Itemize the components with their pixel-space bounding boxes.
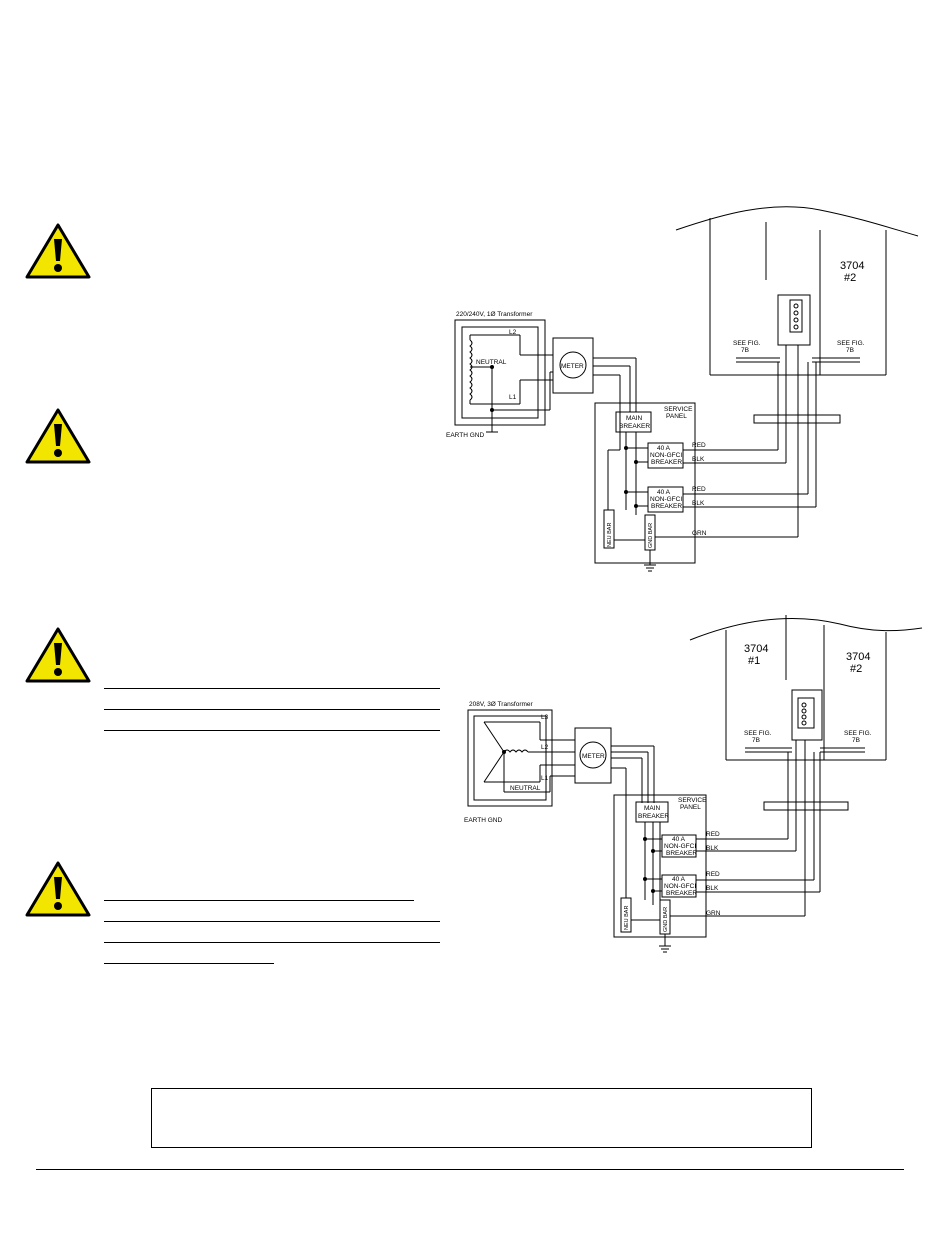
wiring-diagram-three-phase: 208V, 3Ø Transformer L3 L2 L1 NEUTRAL EA…: [464, 615, 923, 953]
breaker-label: 40 A: [657, 445, 671, 452]
main-breaker-label: MAIN: [626, 415, 643, 422]
unit-number-label: #2: [844, 272, 856, 284]
see-fig-label: 7B: [752, 737, 760, 744]
gnd-bar-label: GND BAR: [648, 523, 654, 548]
l2-label: L2: [509, 329, 517, 336]
see-fig-label: SEE FIG.: [744, 730, 772, 737]
wire-grn-label: GRN: [692, 530, 707, 537]
neutral-label: NEUTRAL: [476, 359, 507, 366]
service-panel-label: PANEL: [680, 804, 701, 811]
wire-blk-label: BLK: [706, 885, 719, 892]
wire-red-label: RED: [692, 486, 706, 493]
unit-model-label: 3704: [840, 260, 864, 272]
see-fig-label: SEE FIG.: [733, 340, 761, 347]
breaker-label: NON-GFCI: [650, 496, 682, 503]
wire-blk-label: BLK: [706, 845, 719, 852]
unit-number-label: #1: [748, 655, 760, 667]
underline-rule: [104, 900, 414, 901]
see-fig-label: SEE FIG.: [844, 730, 872, 737]
meter-label: METER: [582, 753, 605, 760]
breaker-label: BREAKER: [666, 850, 697, 857]
breaker-label: NON-GFCI: [664, 883, 696, 890]
footer-rule: [36, 1169, 904, 1170]
main-breaker-label: MAIN: [644, 805, 661, 812]
earth-gnd-label: EARTH GND: [464, 817, 502, 824]
warning-triangle-icon: [25, 223, 91, 279]
breaker-label: NON-GFCI: [650, 452, 682, 459]
wire-blk-label: BLK: [692, 500, 705, 507]
l3-label: L3: [541, 714, 549, 721]
breaker-label: BREAKER: [651, 503, 682, 510]
service-panel-label: PANEL: [666, 413, 687, 420]
l2-label: L2: [541, 744, 549, 751]
underline-rule: [104, 688, 440, 689]
breaker-label: BREAKER: [666, 890, 697, 897]
see-fig-label: 7B: [741, 347, 749, 354]
neu-bar-label: NEU BAR: [624, 906, 630, 930]
wiring-diagram-single-phase: 220/240V, 1Ø Transformer L2 L1 NEUTRAL E…: [446, 206, 919, 572]
earth-gnd-label: EARTH GND: [446, 432, 484, 439]
warning-triangle-icon: [25, 627, 91, 683]
neutral-label: NEUTRAL: [510, 785, 541, 792]
underline-rule: [104, 921, 440, 922]
underline-rule: [104, 963, 274, 964]
see-fig-label: 7B: [852, 737, 860, 744]
breaker-label: 40 A: [657, 489, 671, 496]
wire-grn-label: GRN: [706, 910, 721, 917]
underline-rule: [104, 942, 440, 943]
main-breaker-label: BREAKER: [619, 423, 650, 430]
see-fig-label: SEE FIG.: [837, 340, 865, 347]
breaker-label: 40 A: [672, 876, 686, 883]
wire-red-label: RED: [706, 831, 720, 838]
neu-bar-label: NEU BAR: [607, 523, 613, 547]
transformer-title: 220/240V, 1Ø Transformer: [456, 311, 533, 318]
meter-label: METER: [561, 363, 584, 370]
l1-label: L1: [509, 394, 517, 401]
main-breaker-label: BREAKER: [638, 813, 669, 820]
service-panel-label: SERVICE: [664, 406, 693, 413]
note-box: [151, 1088, 812, 1148]
see-fig-label: 7B: [846, 347, 854, 354]
warning-triangle-icon: [25, 408, 91, 464]
wire-blk-label: BLK: [692, 456, 705, 463]
unit-number-label: #2: [850, 663, 862, 675]
unit-model-label: 3704: [846, 651, 870, 663]
transformer-title: 208V, 3Ø Transformer: [469, 701, 534, 708]
warning-triangle-icon: [25, 861, 91, 917]
service-panel-label: SERVICE: [678, 797, 707, 804]
wire-red-label: RED: [706, 871, 720, 878]
gnd-bar-label: GND BAR: [663, 907, 669, 932]
breaker-label: NON-GFCI: [664, 843, 696, 850]
underline-rule: [104, 730, 440, 731]
unit-model-label: 3704: [744, 643, 768, 655]
l1-label: L1: [541, 775, 549, 782]
breaker-label: BREAKER: [651, 459, 682, 466]
breaker-label: 40 A: [672, 836, 686, 843]
wire-red-label: RED: [692, 442, 706, 449]
underline-rule: [104, 709, 440, 710]
